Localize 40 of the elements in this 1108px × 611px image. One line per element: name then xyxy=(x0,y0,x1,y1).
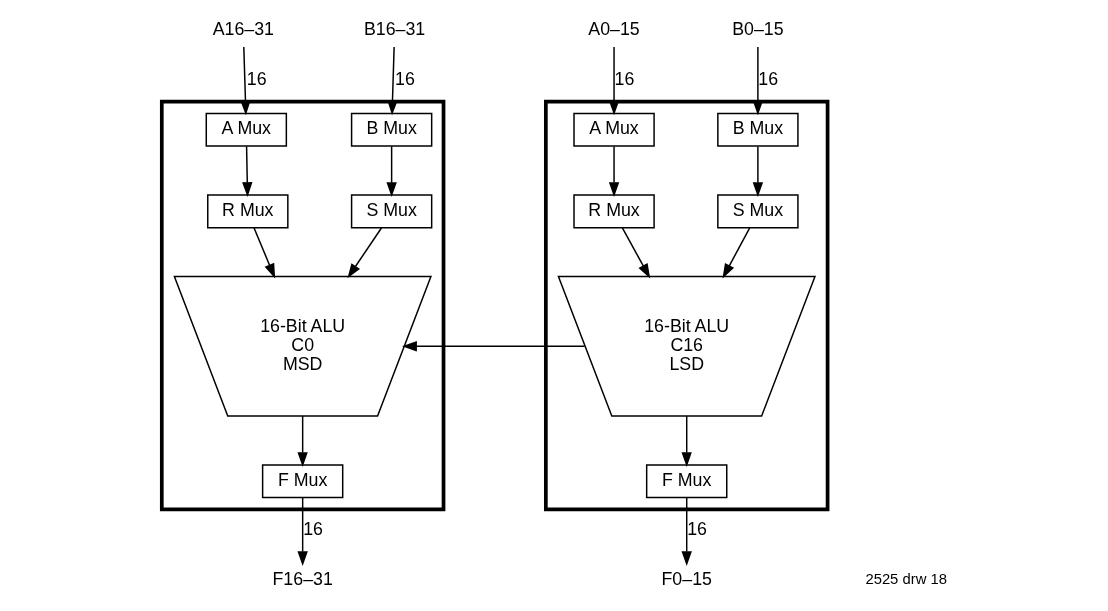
arrow xyxy=(608,145,620,197)
node-box: B Mux xyxy=(717,112,799,147)
arrow xyxy=(752,145,764,197)
arrow xyxy=(608,46,620,116)
arrow xyxy=(347,227,383,279)
node-box: R Mux xyxy=(573,194,655,229)
edge-label: 16 xyxy=(246,68,267,89)
node-box: A Mux xyxy=(573,112,655,147)
node-text: F0–15 xyxy=(661,569,712,590)
node-box: R Mux xyxy=(207,194,289,229)
arrow xyxy=(242,145,253,197)
node-box: F Mux xyxy=(261,464,344,499)
edge-label: 16 xyxy=(614,68,635,89)
arrow xyxy=(297,415,308,467)
node-box: A Mux xyxy=(205,112,288,147)
edge-label: 16 xyxy=(687,519,707,540)
node-box: F Mux xyxy=(645,464,728,499)
arrow xyxy=(386,145,397,197)
arrow xyxy=(752,46,764,116)
arrow xyxy=(681,415,692,467)
node-text: B16–31 xyxy=(363,19,426,40)
arrow xyxy=(297,497,308,567)
node-box: B Mux xyxy=(350,112,433,147)
arrow xyxy=(621,227,651,279)
node-text: A0–15 xyxy=(588,19,640,40)
node-box: S Mux xyxy=(350,194,433,229)
label: 2525 drw 18 xyxy=(865,571,947,588)
arrow xyxy=(722,227,751,279)
node-text: A16–31 xyxy=(212,19,275,40)
edge-label: 16 xyxy=(303,519,323,540)
edge-label: 16 xyxy=(758,68,779,89)
arrow xyxy=(681,497,692,567)
node-text: B0–15 xyxy=(732,19,784,40)
node-text: F16–31 xyxy=(272,569,333,590)
edge-label: 16 xyxy=(395,68,415,89)
arrow xyxy=(240,46,251,116)
arrow xyxy=(253,227,276,279)
arrow xyxy=(387,46,398,116)
arrow xyxy=(402,341,586,352)
node-box: S Mux xyxy=(717,194,799,229)
